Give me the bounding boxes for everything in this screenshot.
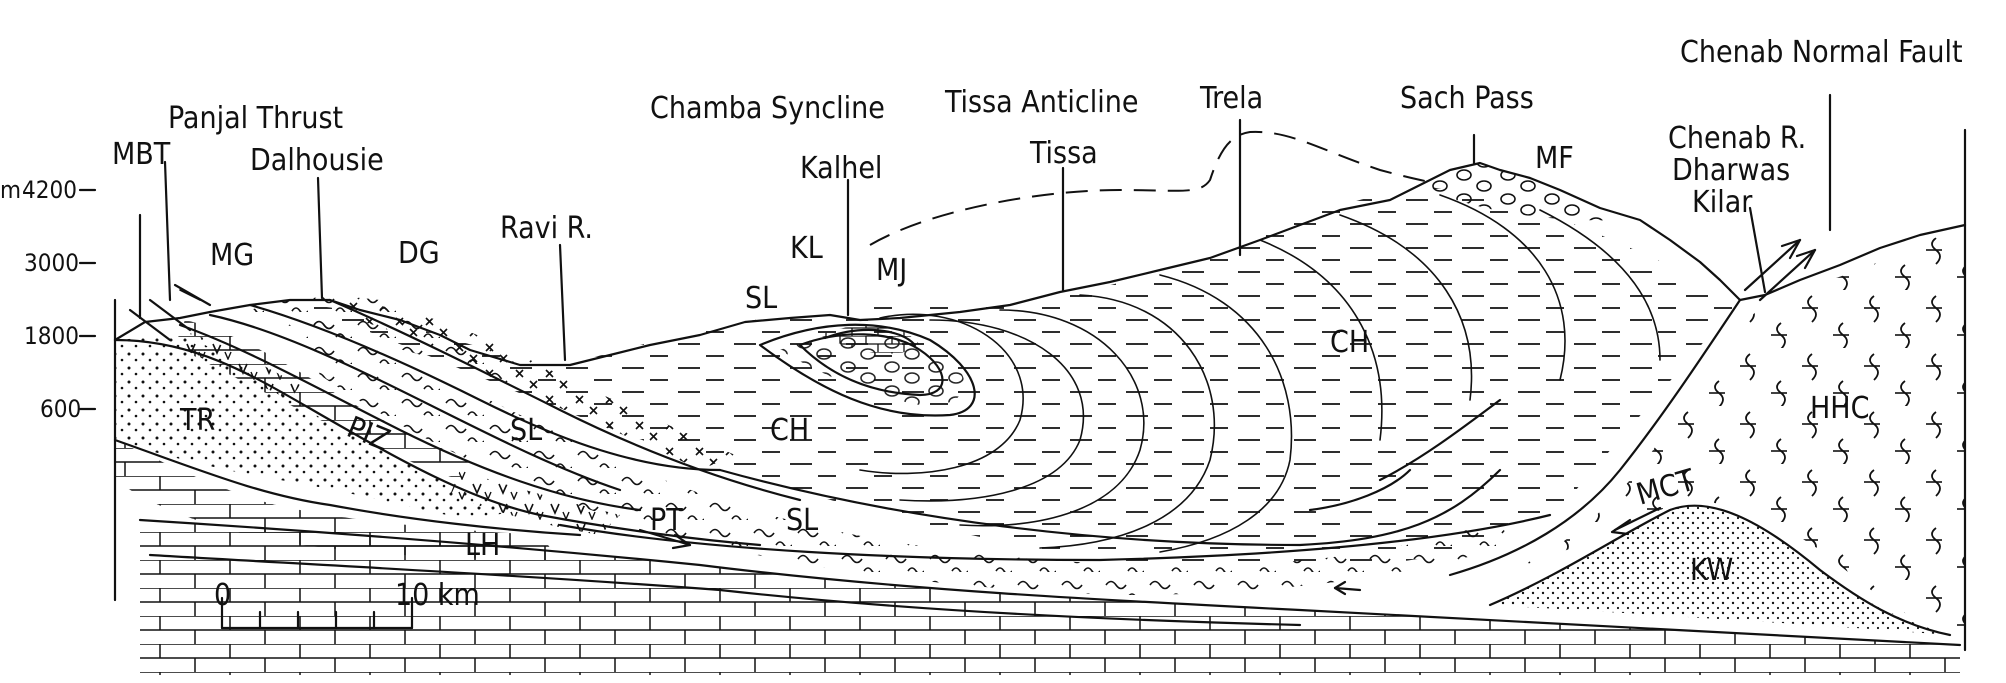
label-tissa-anticline: Tissa Anticline [944, 85, 1139, 120]
scale-start-label: 0 [214, 578, 231, 613]
unit-sl-kalhel: SL [745, 281, 777, 316]
axis-tick-4200: 4200 [22, 176, 77, 204]
unit-sl-lower: SL [786, 503, 818, 538]
axis-tick-3000: 3000 [24, 249, 79, 277]
label-ravi-river: Ravi R. [500, 211, 593, 246]
unit-ch-east: CH [1330, 325, 1369, 360]
axis-tick-600: 600 [40, 395, 81, 423]
unit-hhc: HHC [1810, 391, 1869, 426]
unit-ch-west: CH [770, 413, 809, 448]
label-dharwas: Dharwas [1672, 153, 1790, 188]
label-kalhel: Kalhel [800, 151, 882, 186]
axis-unit: m [0, 176, 21, 204]
unit-dg: DG [398, 236, 440, 271]
label-dalhousie: Dalhousie [250, 143, 384, 178]
label-tissa: Tissa [1029, 136, 1098, 171]
unit-mj: MJ [876, 253, 907, 288]
unit-lh: LH [465, 528, 500, 563]
label-mbt: MBT [112, 137, 171, 172]
unit-tr: TR [179, 403, 215, 438]
unit-mf: MF [1535, 141, 1574, 176]
axis-tick-1800: 1800 [24, 322, 79, 350]
label-sach-pass: Sach Pass [1400, 81, 1534, 116]
unit-pt: PT [650, 503, 683, 538]
label-chenab-river: Chenab R. [1668, 121, 1806, 156]
label-chamba-syncline: Chamba Syncline [650, 91, 885, 126]
unit-kl: KL [790, 231, 823, 266]
label-kilar: Kilar [1692, 185, 1753, 220]
unit-kw: KW [1690, 553, 1733, 588]
unit-mg: MG [210, 238, 254, 273]
unit-sl-middle: SL [510, 413, 542, 448]
label-chenab-normal-fault: Chenab Normal Fault [1680, 35, 1963, 70]
label-trela: Trela [1199, 81, 1263, 116]
label-panjal-thrust: Panjal Thrust [168, 101, 343, 136]
scale-end-label: 10 km [395, 578, 480, 613]
